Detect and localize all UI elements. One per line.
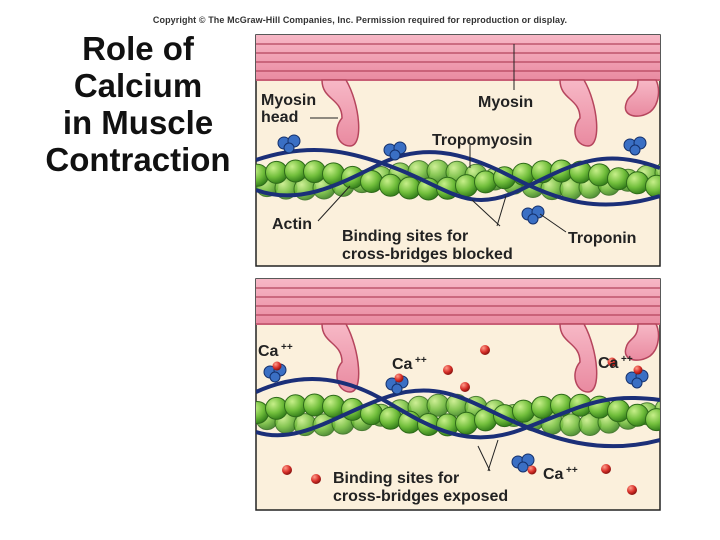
title-line-1: Role of [82, 30, 194, 67]
actin-monomer [455, 411, 478, 435]
actin-monomer [379, 173, 402, 197]
thick-filament-bottom [256, 279, 660, 325]
calcium-ion-free-8 [607, 357, 617, 367]
title-line-4: Contraction [45, 141, 231, 178]
troponin-top-2 [383, 141, 407, 161]
ca-charge-text-2: ++ [415, 355, 427, 366]
troponin-top-4 [623, 136, 647, 156]
calcium-ion-free-3 [460, 382, 470, 392]
label-myosin: Myosin [478, 94, 533, 111]
label-myosin-head-1: Myosin [261, 92, 316, 109]
label-myosin-head-2: head [261, 109, 298, 126]
label-tropomyosin: Tropomyosin [432, 132, 532, 149]
calcium-ion-free-7 [627, 485, 637, 495]
actin-monomer [607, 399, 630, 423]
tropomyosin-strand-top-2 [256, 150, 660, 207]
myosin-head-6 [624, 323, 660, 361]
ca-ion-text-4: Ca [543, 466, 564, 483]
page-title: Role of Calcium in Muscle Contraction [20, 30, 256, 178]
label-binding-sites-blocked-1: Binding sites for [342, 228, 468, 245]
calcium-ion-bound-3 [527, 465, 537, 475]
title-line-2: Calcium [73, 67, 203, 104]
tropomyosin-strand-bottom-1 [256, 377, 660, 440]
actin-monomer [607, 167, 630, 191]
tropomyosin-strand-bottom-2 [256, 388, 660, 449]
leader-lines-top [310, 44, 567, 233]
calcium-ion-bound-2 [394, 373, 404, 383]
calcium-ion-free-2 [443, 365, 453, 375]
label-actin: Actin [272, 216, 312, 233]
calcium-ion-free-6 [601, 464, 611, 474]
copyright-notice: Copyright © The McGraw-Hill Companies, I… [152, 15, 568, 25]
label-binding-sites-exposed-1: Binding sites for [333, 470, 459, 487]
bottom-panel: Ca ++ Ca ++ Ca ++ Ca ++ Binding sites fo… [255, 278, 687, 511]
actin-monomer [256, 401, 269, 424]
label-ca-4: Ca ++ [543, 465, 578, 483]
actin-monomer [645, 174, 660, 198]
ca-charge-text-1: ++ [281, 342, 293, 353]
actin-monomer [588, 163, 611, 187]
label-ca-3: Ca ++ [598, 354, 633, 372]
actin-monomer [455, 174, 478, 198]
title-line-3: in Muscle [62, 104, 214, 141]
label-troponin: Troponin [568, 230, 636, 247]
calcium-ion-bound-4 [633, 365, 643, 375]
actin-monomer [626, 171, 649, 195]
troponin-bottom-3 [511, 453, 535, 473]
label-binding-sites-exposed-2: cross-bridges exposed [333, 488, 508, 505]
actin-monomer [265, 396, 288, 420]
actin-monomer [512, 399, 535, 423]
tropomyosin-strand-top-1 [256, 147, 660, 202]
troponin-top-1 [277, 134, 301, 154]
label-ca-1: Ca ++ [258, 342, 293, 360]
calcium-ion-free-5 [311, 474, 321, 484]
actin-monomer [322, 394, 345, 418]
ca-ion-text-2: Ca [392, 356, 413, 373]
calcium-ion-free-1 [480, 345, 490, 355]
ca-charge-text-4: ++ [566, 465, 578, 476]
troponin-bottom-2 [385, 375, 409, 395]
thick-filament-top [256, 35, 660, 81]
myosin-head-5 [559, 323, 598, 393]
troponin-bottom-4 [625, 369, 649, 389]
label-binding-sites-blocked-2: cross-bridges blocked [342, 246, 513, 263]
leader-lines-bottom [477, 439, 499, 472]
actin-monomer [665, 412, 687, 434]
troponin-bottom-1 [263, 363, 287, 383]
ca-ion-text-1: Ca [258, 343, 279, 360]
actin-monomer [645, 408, 660, 432]
myosin-head-3 [624, 79, 660, 117]
myosin-head-2 [559, 79, 598, 147]
actin-monomer [665, 178, 687, 200]
actin-monomer [626, 403, 649, 427]
top-panel: Myosin head Myosin Tropomyosin Actin Bin… [255, 34, 687, 267]
actin-monomer [256, 163, 269, 187]
actin-monomer [474, 170, 497, 194]
myosin-head-1 [321, 79, 360, 147]
actin-monomer [303, 160, 326, 184]
calcium-ion-bound-1 [272, 361, 282, 371]
myosin-head-4 [321, 323, 360, 393]
ca-charge-text-3: ++ [621, 354, 633, 365]
calcium-ion-free-4 [282, 465, 292, 475]
ca-ion-text-3: Ca [598, 355, 619, 372]
label-ca-2: Ca ++ [392, 355, 427, 373]
